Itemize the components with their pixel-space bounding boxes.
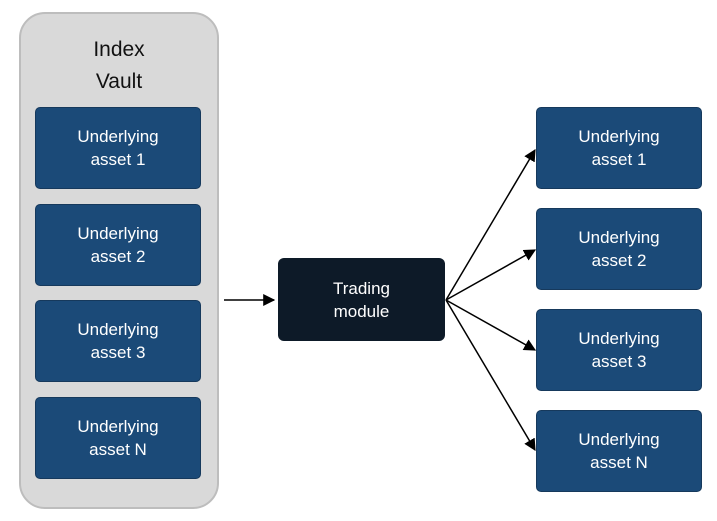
trading-to-output-3-arrow	[445, 299, 537, 351]
trading-module-line2: module	[333, 301, 390, 321]
output-asset-3-line1: Underlying	[578, 329, 660, 348]
vault-asset-2-line1: Underlying	[77, 224, 159, 243]
output-asset-3: Underlying asset 3	[536, 309, 702, 391]
vault-title-line2: Vault	[95, 70, 143, 93]
vault-asset-3: Underlying asset 3	[35, 300, 201, 382]
vault-asset-1-line2: asset 1	[90, 150, 146, 169]
output-asset-n-line2: asset N	[590, 453, 648, 472]
vault-asset-2-line2: asset 2	[90, 247, 146, 266]
vault-asset-n: Underlying asset N	[35, 397, 201, 479]
output-asset-n-line1: Underlying	[578, 430, 660, 449]
trading-to-output-2-arrow	[445, 249, 537, 301]
output-asset-n: Underlying asset N	[536, 410, 702, 492]
output-asset-1: Underlying asset 1	[536, 107, 702, 189]
vault-title: Index Vault	[21, 34, 217, 98]
output-asset-3-line2: asset 3	[591, 352, 647, 371]
trading-module: Trading module	[278, 258, 445, 341]
output-asset-2: Underlying asset 2	[536, 208, 702, 290]
vault-asset-n-line1: Underlying	[77, 417, 159, 436]
vault-asset-n-line2: asset N	[89, 440, 147, 459]
vault-asset-3-line1: Underlying	[77, 320, 159, 339]
vault-asset-1: Underlying asset 1	[35, 107, 201, 189]
output-asset-2-line1: Underlying	[578, 228, 660, 247]
vault-asset-3-line2: asset 3	[90, 343, 146, 362]
trading-to-output-n-arrow	[445, 299, 536, 452]
trading-module-line1: Trading	[332, 278, 390, 298]
output-asset-2-line2: asset 2	[591, 251, 647, 270]
output-asset-1-line2: asset 1	[591, 150, 647, 169]
output-asset-1-line1: Underlying	[578, 127, 660, 146]
trading-to-output-1-arrow	[445, 148, 536, 301]
vault-title-line1: Index	[93, 38, 145, 61]
vault-asset-2: Underlying asset 2	[35, 204, 201, 286]
vault-asset-1-line1: Underlying	[77, 127, 159, 146]
